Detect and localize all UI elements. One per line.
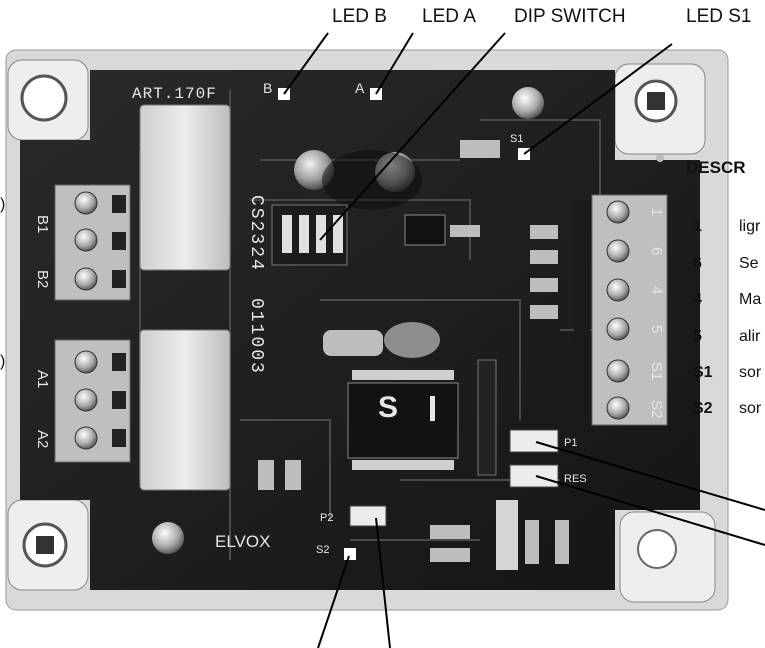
legend-row: 5 alir bbox=[693, 328, 760, 346]
legend-key: 6 bbox=[693, 255, 702, 272]
legend-row: 6 Se bbox=[693, 255, 759, 273]
callout-led-a: LED A bbox=[422, 6, 476, 27]
screw-top bbox=[512, 87, 544, 119]
legend-key: 1 bbox=[693, 218, 702, 235]
button-p1 bbox=[509, 429, 559, 453]
callout-led-s1: LED S1 bbox=[686, 6, 752, 27]
silk-label-s2: S2 bbox=[316, 544, 329, 556]
legend-text: ligr bbox=[739, 218, 761, 235]
terminal-block-right bbox=[574, 194, 668, 426]
legend-text: alir bbox=[739, 328, 761, 345]
left-edge-top: ) bbox=[0, 196, 6, 213]
legend-key: 5 bbox=[693, 328, 702, 345]
terminal-label-a2: A2 bbox=[34, 430, 51, 448]
ic-small bbox=[404, 214, 446, 246]
silk-label-b: B bbox=[263, 80, 272, 96]
relay-top bbox=[139, 104, 231, 271]
silk-label-p2: P2 bbox=[320, 512, 333, 524]
legend-key: S1 bbox=[693, 364, 713, 381]
legend-key: S2 bbox=[693, 400, 713, 417]
terminal-block-a bbox=[54, 339, 131, 463]
silk-serial: 011003 bbox=[246, 298, 266, 375]
terminal-block-b bbox=[54, 184, 131, 301]
ic-main bbox=[347, 382, 459, 459]
legend-text: sor bbox=[739, 400, 762, 417]
terminal-label-b1: B1 bbox=[34, 215, 51, 233]
terminal-label-1: 1 bbox=[648, 208, 665, 216]
silk-label-a: A bbox=[355, 80, 365, 96]
terminal-label-s1: S1 bbox=[648, 362, 665, 380]
callout-led-b: LED B bbox=[332, 6, 387, 27]
terminal-label-6: 6 bbox=[648, 247, 665, 255]
callout-dip-switch: DIP SWITCH bbox=[514, 6, 626, 27]
terminal-label-b2: B2 bbox=[34, 270, 51, 288]
relay-small bbox=[496, 500, 518, 570]
dip-switch bbox=[271, 204, 348, 266]
smd-components bbox=[258, 140, 569, 564]
pin-header bbox=[477, 359, 497, 476]
silk-label-p1: P1 bbox=[564, 437, 577, 449]
legend-row: S1 sor bbox=[693, 364, 761, 382]
silk-label-res: RES bbox=[564, 473, 587, 485]
silk-brand: ELVOX bbox=[215, 532, 270, 551]
legend-text: Se bbox=[739, 255, 759, 272]
terminal-label-5: 5 bbox=[648, 325, 665, 333]
terminal-label-a1: A1 bbox=[34, 370, 51, 388]
legend-text: Ma bbox=[739, 291, 762, 308]
legend-row: S2 sor bbox=[693, 400, 761, 418]
legend-text: sor bbox=[739, 364, 762, 381]
button-res bbox=[509, 464, 559, 488]
legend-row: 4 Ma bbox=[693, 291, 761, 309]
description-title: DESCR bbox=[686, 158, 746, 177]
silk-model: ART.170F bbox=[132, 85, 217, 103]
led-s2 bbox=[344, 548, 356, 560]
terminal-label-s2: S2 bbox=[648, 400, 665, 418]
silk-code: CS2324 bbox=[246, 195, 266, 272]
legend-row: 1 ligr bbox=[693, 218, 760, 236]
terminal-label-4: 4 bbox=[648, 286, 665, 294]
capacitor-3 bbox=[384, 322, 440, 358]
left-edge-bottom: ) bbox=[0, 353, 6, 370]
relay-bottom bbox=[139, 329, 231, 491]
screw-bottom bbox=[152, 522, 184, 554]
callout-leaders bbox=[283, 32, 765, 648]
crystal bbox=[323, 330, 383, 356]
svg-text:S: S bbox=[378, 391, 398, 424]
silk-label-s1: S1 bbox=[510, 133, 523, 145]
button-p2 bbox=[349, 505, 387, 527]
legend-key: 4 bbox=[693, 291, 702, 308]
